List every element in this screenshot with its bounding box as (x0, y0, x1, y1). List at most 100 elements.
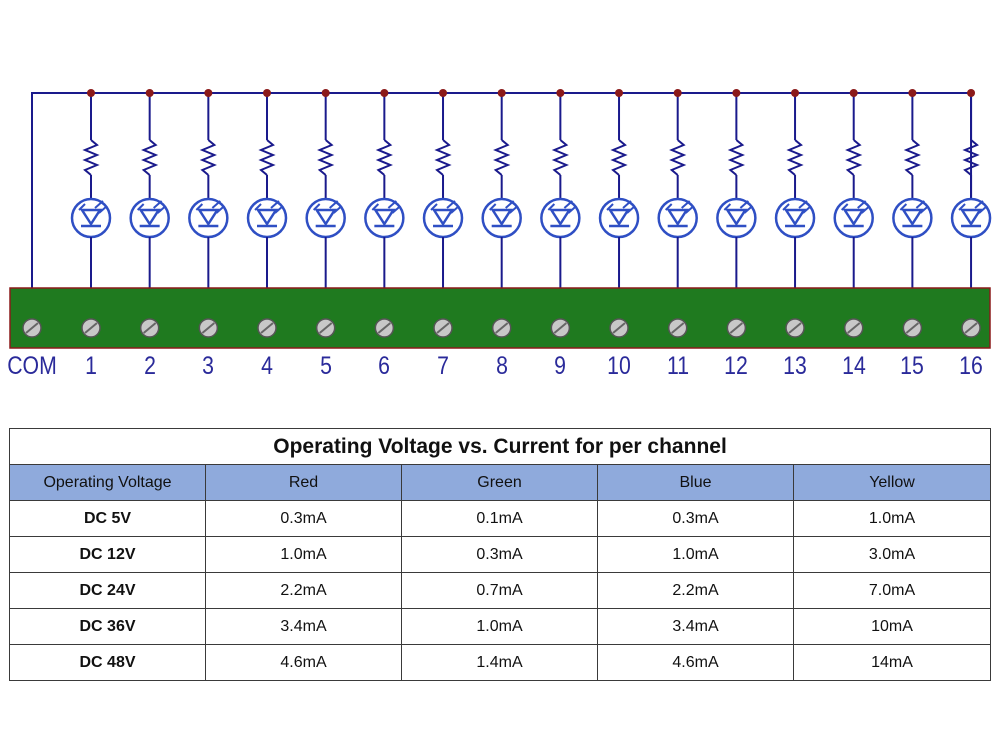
table-row: DC 12V 1.0mA 0.3mA 1.0mA 3.0mA (9, 536, 992, 573)
channel-terminal-label: 14 (841, 352, 866, 380)
junction-dot (967, 89, 976, 97)
terminal-screw-icon (433, 318, 453, 338)
resistor-icon (493, 139, 511, 176)
terminal-screw-icon (667, 318, 688, 338)
channel-terminal-label: 1 (85, 352, 97, 380)
junction-dot (908, 89, 917, 97)
cell-yellow: 7.0mA (792, 572, 992, 609)
channel-circuit-1 (70, 93, 112, 288)
com-screw-icon (22, 318, 42, 338)
table-row: DC 48V 4.6mA 1.4mA 4.6mA 14mA (9, 644, 992, 681)
column-header-green: Green (401, 464, 598, 501)
channel-circuit-3 (188, 93, 229, 288)
cell-yellow: 3.0mA (792, 536, 992, 573)
channel-circuit-14 (833, 93, 874, 288)
led-icon (305, 197, 346, 239)
resistor-icon (962, 139, 980, 176)
resistor-icon (434, 139, 452, 176)
table-row: DC 5V 0.3mA 0.1mA 0.3mA 1.0mA (9, 500, 992, 537)
channel-terminal-label: 8 (495, 352, 508, 380)
junction-dot (615, 89, 624, 97)
cell-blue: 4.6mA (597, 644, 794, 681)
led-icon (598, 197, 640, 239)
cell-red: 2.2mA (205, 572, 402, 609)
terminal-screw-icon (81, 318, 101, 338)
resistor-icon (610, 139, 628, 176)
channel-circuit-4 (246, 93, 288, 288)
terminal-screw-icon (550, 318, 571, 338)
channel-circuit-2 (129, 93, 170, 288)
junction-dot (849, 89, 858, 97)
channel-terminal-label: 2 (143, 352, 156, 380)
row-voltage: DC 12V (9, 536, 206, 573)
voltage-current-table: Operating Voltage vs. Current for per ch… (8, 428, 992, 681)
channel-terminal-label: 16 (959, 352, 983, 380)
cell-blue: 0.3mA (597, 500, 794, 537)
channel-circuit-7 (422, 93, 464, 288)
channel-circuit-6 (364, 93, 405, 288)
table-row: DC 36V 3.4mA 1.0mA 3.4mA 10mA (9, 608, 992, 645)
led-icon (364, 197, 405, 239)
com-terminal-label: COM (7, 352, 57, 380)
resistor-icon (258, 139, 276, 176)
resistor-icon (786, 139, 804, 176)
cell-blue: 3.4mA (597, 608, 794, 645)
channel-terminal-label: 4 (261, 352, 273, 380)
cell-red: 0.3mA (205, 500, 402, 537)
row-voltage: DC 24V (9, 572, 206, 609)
junction-dot (556, 89, 565, 97)
cell-blue: 1.0mA (597, 536, 794, 573)
column-header-operating-voltage: Operating Voltage (9, 464, 206, 501)
led-icon (774, 197, 816, 239)
table-title: Operating Voltage vs. Current for per ch… (8, 428, 992, 465)
channel-terminal-label: 9 (554, 352, 567, 380)
resistor-icon (727, 139, 745, 176)
cell-green: 0.1mA (401, 500, 598, 537)
channel-terminal-label: 10 (607, 352, 631, 380)
channel-terminal-label: 11 (666, 352, 689, 380)
cell-green: 0.7mA (401, 572, 598, 609)
terminal-screw-icon (374, 318, 395, 338)
cell-yellow: 1.0mA (792, 500, 992, 537)
column-header-yellow: Yellow (792, 464, 992, 501)
cell-red: 3.4mA (205, 608, 402, 645)
led-indicator-schematic (9, 89, 992, 349)
terminal-screw-icon (257, 318, 277, 338)
cell-green: 1.0mA (401, 608, 598, 645)
led-icon (70, 197, 112, 239)
channel-terminal-label: 5 (319, 352, 332, 380)
resistor-icon (317, 139, 335, 176)
column-header-blue: Blue (597, 464, 794, 501)
cell-green: 1.4mA (401, 644, 598, 681)
channel-circuit-13 (774, 93, 816, 288)
channel-circuit-11 (657, 93, 698, 288)
junction-dot (380, 89, 389, 97)
channel-circuit-12 (716, 93, 757, 288)
junction-dot (145, 89, 154, 97)
junction-dot (321, 89, 330, 97)
junction-dot (497, 89, 506, 97)
led-icon (129, 197, 170, 239)
resistor-icon (669, 139, 687, 176)
table-header-row: Operating Voltage Red Green Blue Yellow (9, 464, 992, 501)
channel-terminal-label: 15 (900, 352, 925, 380)
terminal-screw-icon (609, 318, 629, 338)
row-voltage: DC 48V (9, 644, 206, 681)
channel-terminal-label: 6 (378, 352, 391, 380)
led-icon (540, 197, 581, 239)
channel-circuit-9 (540, 93, 581, 288)
resistor-icon (551, 139, 569, 176)
terminal-screw-icon (315, 318, 336, 338)
led-icon (422, 197, 464, 239)
cell-yellow: 10mA (792, 608, 992, 645)
terminal-screw-icon (902, 318, 923, 338)
channel-terminal-label: 7 (437, 352, 449, 380)
terminal-screw-icon (785, 318, 805, 338)
led-icon (188, 197, 229, 239)
resistor-icon (199, 139, 217, 176)
led-icon (892, 197, 933, 239)
junction-dot (87, 89, 95, 97)
channel-circuit-15 (892, 93, 933, 288)
resistor-icon (903, 139, 921, 176)
channel-circuit-10 (598, 93, 640, 288)
